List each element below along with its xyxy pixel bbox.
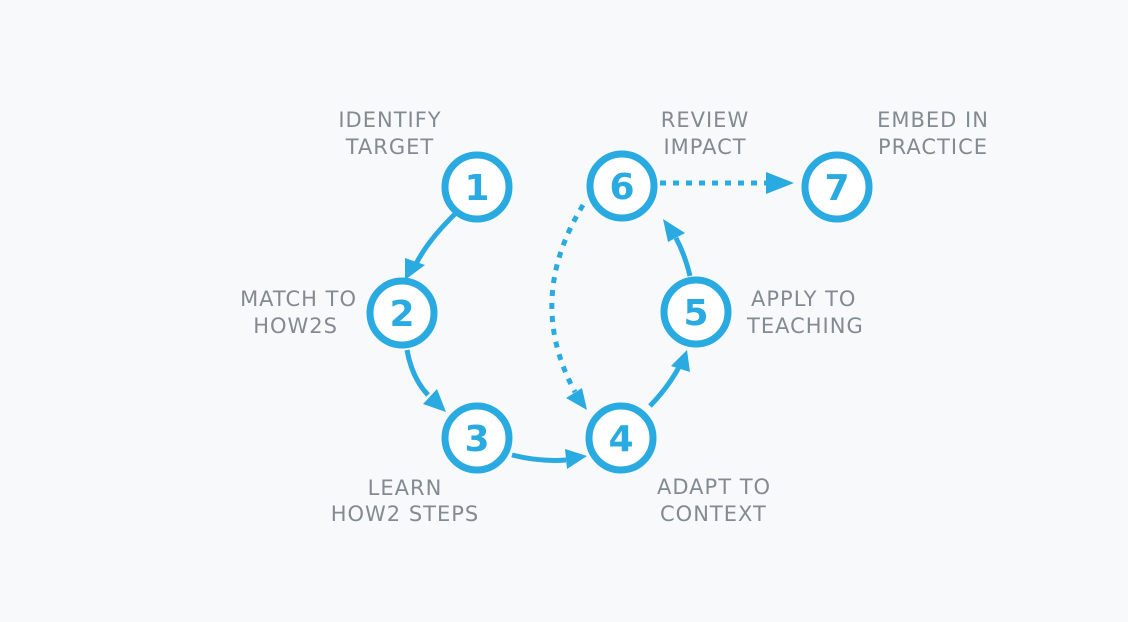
step-label-3: LEARN HOW2 STEPS [331,476,480,526]
connectors [404,172,794,469]
arrow-3-to-4 [511,449,587,469]
step-number-7: 7 [824,168,849,209]
step-label-1-line2: TARGET [345,135,435,159]
step-label-4-line2: CONTEXT [660,502,767,526]
arrow-2-to-3 [404,349,446,412]
step-label-1: IDENTIFY TARGET [338,108,441,159]
step-label-2-line2: HOW2S [253,314,338,338]
step-label-6-line1: REVIEW [661,108,749,132]
dashed-arrow-6-to-4 [549,203,587,410]
step-node-7: 7 [801,151,873,223]
step-label-7-line1: EMBED IN [877,108,989,132]
step-number-1: 1 [464,168,489,209]
step-label-5: APPLY TO TEACHING [746,287,864,338]
step-number-4: 4 [608,419,633,460]
step-node-3: 3 [441,402,513,474]
arrow-1-to-2 [405,210,459,280]
step-number-6: 6 [609,167,634,208]
arrow-4-to-5 [648,350,690,408]
step-label-6-line2: IMPACT [663,135,746,159]
step-label-3-line1: LEARN [368,476,443,500]
step-label-2-line1: MATCH TO [240,287,357,311]
step-node-6: 6 [586,150,658,222]
step-node-4: 4 [585,402,657,474]
step-label-3-line2: HOW2 STEPS [331,502,480,526]
step-node-5: 5 [660,276,732,348]
step-label-7: EMBED IN PRACTICE [877,108,989,159]
step-label-5-line1: APPLY TO [751,287,856,311]
step-label-5-line2: TEACHING [746,314,864,338]
step-label-1-line1: IDENTIFY [338,108,441,132]
step-number-2: 2 [389,294,414,335]
step-number-5: 5 [683,293,708,334]
arrow-5-to-6 [663,219,693,277]
step-label-7-line2: PRACTICE [878,135,988,159]
step-label-6: REVIEW IMPACT [661,108,749,159]
step-label-2: MATCH TO HOW2S [240,287,357,338]
step-node-2: 2 [366,277,438,349]
step-label-4-line1: ADAPT TO [657,475,771,499]
dashed-arrow-6-to-7 [660,172,794,194]
step-label-4: ADAPT TO CONTEXT [657,475,771,526]
step-node-1: 1 [441,151,513,223]
step-number-3: 3 [464,419,489,460]
